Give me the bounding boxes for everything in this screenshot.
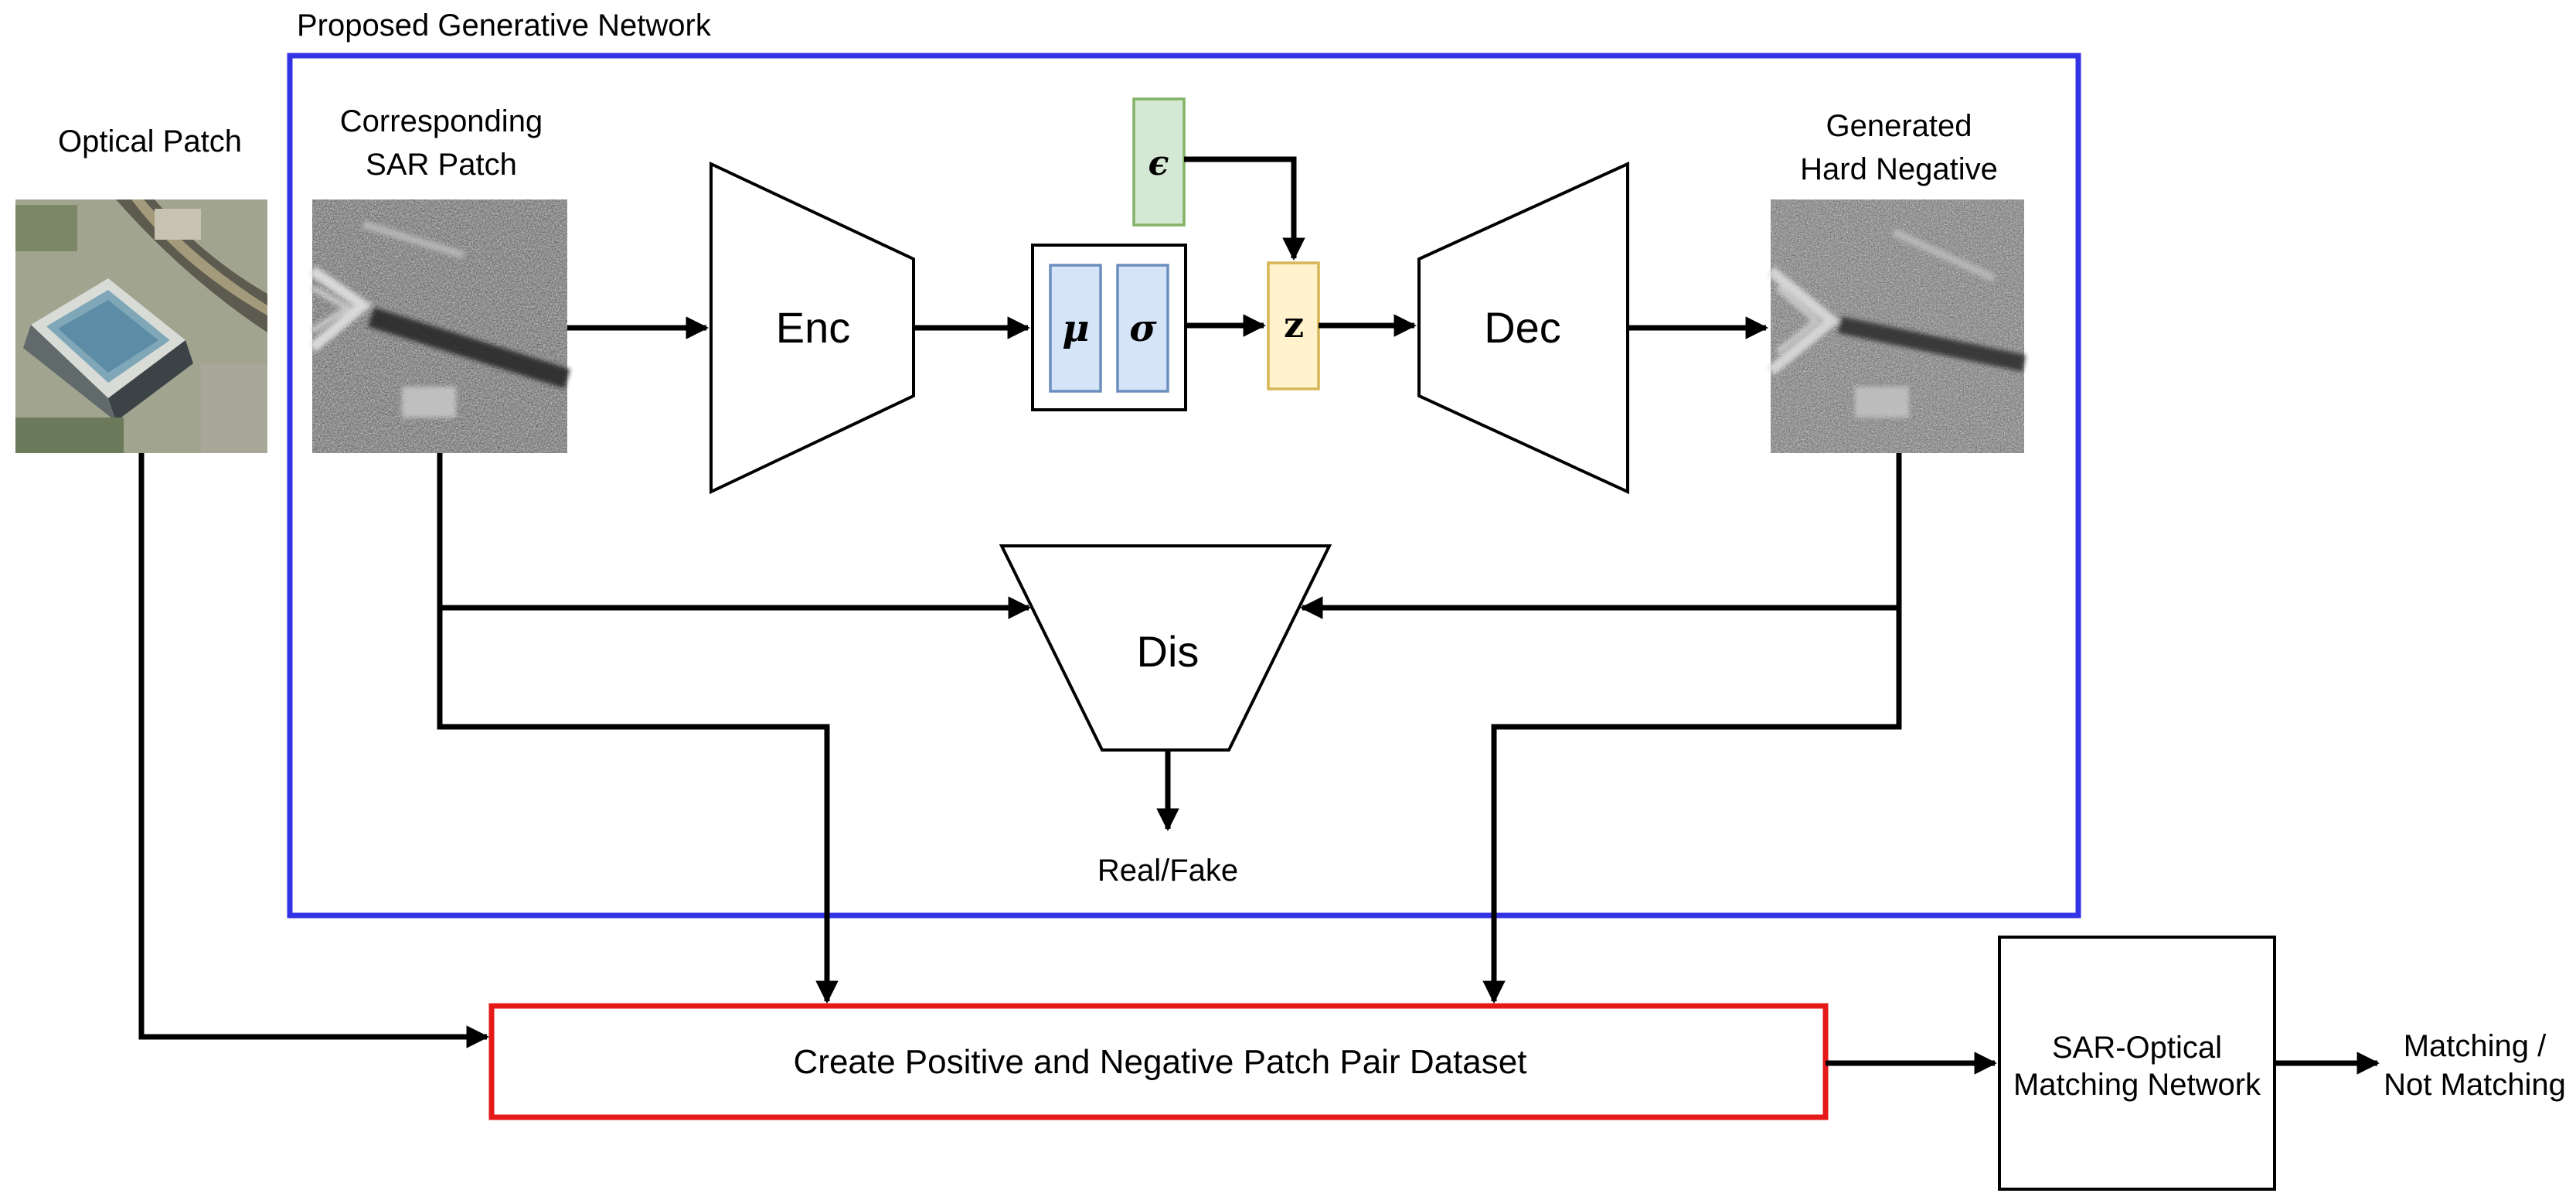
sar-patch-image [308,199,570,453]
matching-network-label-line2: Matching Network [2013,1068,2261,1102]
sar-patch-label-line1: Corresponding [340,104,543,138]
generative-network-title: Proposed Generative Network [297,9,712,43]
encoder-label: Enc [776,303,851,352]
arrow-epsilon-to-z [1184,156,1305,261]
mu-symbol: μ [1062,307,1089,350]
arrow-generated-to-dataset [1482,608,1902,1004]
connectors [138,156,2380,1075]
output-label-line1: Matching / [2404,1029,2547,1063]
decoder-block [1417,161,1629,495]
epsilon-symbol: ϵ [1148,144,1169,183]
z-box [1267,261,1320,390]
generative-network-frame [287,53,2081,919]
matching-network-box [1998,936,2276,1191]
matching-network-label-line1: SAR-Optical [2052,1031,2222,1065]
dis-output-label: Real/Fake [1097,854,1238,888]
arrow-optical-to-dataset [138,453,489,1048]
sar-patch-label-line2: SAR Patch [366,148,517,182]
sigma-box [1116,264,1169,393]
optical-patch-image [15,199,267,453]
z-symbol: z [1284,304,1304,346]
discriminator-block [999,544,1332,752]
dataset-box-label: Create Positive and Negative Patch Pair … [794,1043,1527,1081]
encoder-block [710,161,915,495]
discriminator-label: Dis [1137,627,1200,676]
output-label-line2: Not Matching [2384,1068,2566,1102]
generated-label-line1: Generated [1826,109,1972,143]
generated-label-line2: Hard Negative [1800,152,1998,186]
arrow-sar-to-dataset [437,608,839,1004]
decoder-label: Dec [1484,303,1561,352]
mu-box [1049,264,1102,393]
generated-patch-image [1767,199,2026,453]
sigma-symbol: σ [1129,307,1157,350]
optical-patch-label: Optical Patch [58,124,242,159]
dataset-box [488,1003,1829,1120]
epsilon-box [1132,97,1186,227]
